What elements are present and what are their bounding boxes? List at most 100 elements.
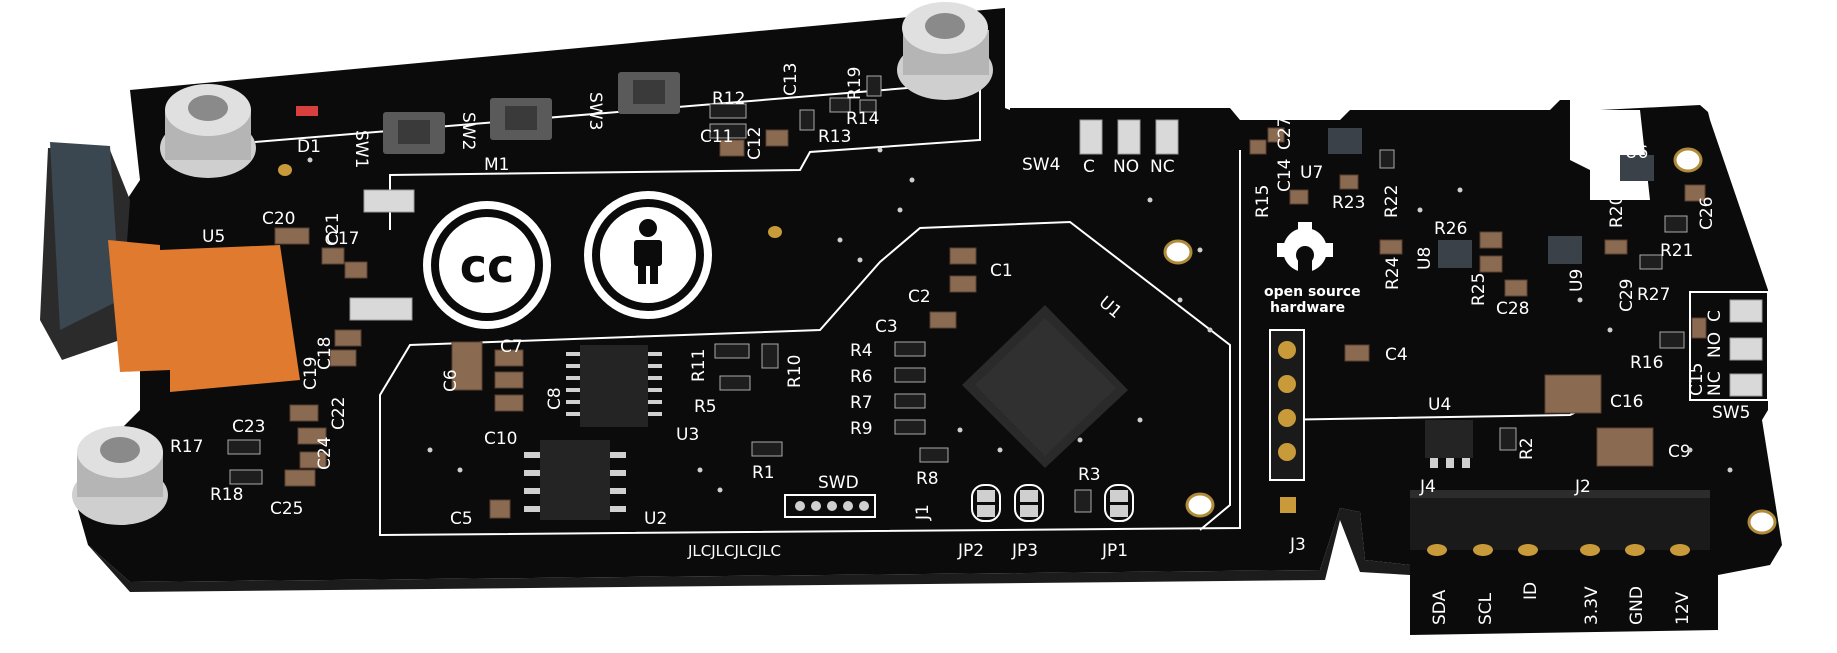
sensor-u8 [1438,240,1472,268]
label-d1: D1 [297,137,321,157]
label-j2: J2 [1574,477,1591,497]
label-u7: U7 [1300,163,1323,183]
label-r12: R12 [712,89,745,109]
switch-sw1 [383,112,445,154]
mount-hole-4 [1747,509,1777,535]
label-12v: 12V [1673,591,1693,625]
cap-c16 [1544,374,1602,414]
cap-c6 [451,341,483,391]
label-3v3: 3.3V [1582,586,1602,625]
flex-cable [108,240,300,392]
cc-text: cc [460,239,515,293]
label-c21: C21 [323,212,343,246]
open-source-hardware-gear-icon [1277,222,1333,274]
label-c14: C14 [1275,158,1295,192]
label-c25: C25 [270,499,304,519]
sensor-u9 [1548,236,1582,264]
label-r25: R25 [1469,273,1489,306]
label-r21: R21 [1660,241,1693,261]
display-module [40,142,300,392]
label-u4: U4 [1428,395,1451,415]
label-sda: SDA [1430,589,1450,625]
creative-commons-cc-logo: cc [423,201,551,329]
label-sw5-no: NO [1705,332,1725,358]
label-scl: SCL [1476,592,1496,625]
label-u2: U2 [644,509,667,529]
label-jp1: JP1 [1101,541,1128,561]
fiducial-2 [768,226,782,238]
label-r20: R20 [1607,195,1627,228]
connector-j4 [1410,490,1560,556]
label-c28: C28 [1496,299,1530,319]
switch-sw2 [490,98,552,140]
small-components [227,75,1707,519]
label-c18: C18 [315,336,335,370]
board-slot-left [1005,12,1010,110]
label-c27: C27 [1275,116,1295,150]
label-r6: R6 [850,367,873,387]
label-u6: U6 [1625,143,1648,163]
label-jp2: JP2 [957,541,984,561]
label-c5: C5 [450,509,473,529]
label-r15: R15 [1253,185,1273,218]
label-c15: C15 [1687,362,1707,396]
standoff-2 [897,2,993,100]
label-r24: R24 [1383,257,1403,290]
label-r8: R8 [916,469,939,489]
label-oshw-1: open source [1264,284,1361,300]
label-r1: R1 [752,463,775,483]
jumper-jp1 [1104,484,1134,522]
label-c8: C8 [545,387,565,410]
label-swd: SWD [818,473,859,493]
pad-sw4-c [1079,119,1103,155]
label-c16: C16 [1610,392,1644,412]
pad-sw5-no [1729,337,1763,361]
label-c2: C2 [908,287,931,307]
label-r13: R13 [818,127,851,147]
label-r10: R10 [785,355,805,388]
label-c7: C7 [500,337,523,357]
label-m1: M1 [484,155,509,175]
chip-u3 [566,345,662,427]
jumper-jp3 [1014,484,1044,522]
mount-hole-3 [1185,492,1215,518]
switch-sw3 [618,72,680,114]
sensor-u7 [1328,128,1362,154]
label-r2: R2 [1517,437,1537,460]
label-sw4-c: C [1083,157,1095,177]
label-u3: U3 [676,425,699,445]
standoff-3 [72,426,168,525]
label-sw4-no: NO [1113,157,1139,177]
label-c11: C11 [700,127,734,147]
label-c17: C17 [326,229,360,249]
label-jlc: JLCJLCJLCJLC [687,542,781,560]
label-sw4-nc: NC [1150,157,1175,177]
label-c13: C13 [781,62,801,96]
label-sw2: SW2 [458,112,478,150]
label-r5: R5 [694,397,717,417]
label-r16: R16 [1630,353,1663,373]
label-r26: R26 [1434,219,1467,239]
label-c4: C4 [1385,345,1408,365]
label-c26: C26 [1697,196,1717,230]
label-sw4: SW4 [1022,155,1060,175]
label-r18: R18 [210,485,243,505]
label-c12: C12 [745,126,765,160]
label-c6: C6 [441,369,461,392]
label-c9: C9 [1668,442,1691,462]
silk-outline-sw5 [1689,291,1769,401]
label-r17: R17 [170,437,203,457]
label-id: ID [1521,582,1541,600]
pad-sw4-nc [1155,119,1179,155]
label-oshw-2: hardware [1270,300,1345,316]
vias [307,147,1733,493]
mount-hole-1 [1673,147,1703,173]
label-j4: J4 [1419,477,1436,497]
label-c19: C19 [301,356,321,390]
label-c29: C29 [1617,278,1637,312]
label-r27: R27 [1637,285,1670,305]
label-jp3: JP3 [1011,541,1038,561]
swd-pads-j1 [784,494,876,518]
cap-c9 [1596,427,1654,467]
